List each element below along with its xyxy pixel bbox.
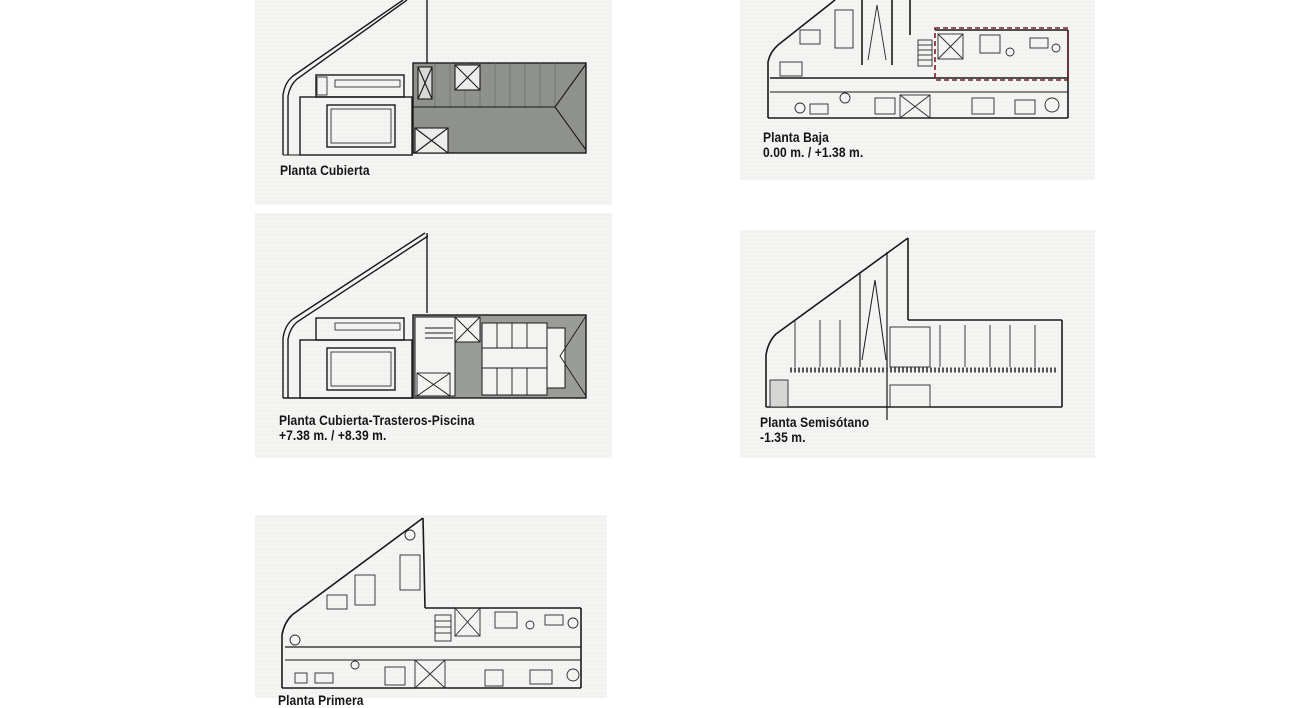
plan-title: Planta Semisótano	[760, 414, 870, 430]
plan-caption-semisotano: Planta Semisótano -1.35 m.	[760, 415, 869, 445]
floor-plan-drawing-trasteros	[282, 232, 587, 399]
plan-levels: 0.00 m. / +1.38 m.	[763, 144, 864, 160]
plan-levels: -1.35 m.	[760, 429, 806, 445]
plan-caption-cubierta: Planta Cubierta	[280, 163, 370, 178]
plan-panel-planta-primera: Planta Primera	[255, 515, 607, 708]
plan-levels: +7.38 m. / +8.39 m.	[279, 427, 387, 443]
floor-plan-drawing-cubierta	[282, 0, 587, 156]
plan-title: Planta Primera	[278, 692, 364, 708]
plan-caption-trasteros: Planta Cubierta-Trasteros-Piscina +7.38 …	[279, 413, 475, 443]
plan-panel-planta-semisotano: Planta Semisótano -1.35 m.	[740, 230, 1095, 458]
floor-plan-drawing-semisotano	[765, 237, 1063, 420]
plan-title: Planta Baja	[763, 129, 829, 145]
plan-caption-baja: Planta Baja 0.00 m. / +1.38 m.	[763, 130, 863, 160]
plan-title: Planta Cubierta-Trasteros-Piscina	[279, 412, 475, 428]
plan-caption-primera: Planta Primera	[278, 693, 364, 708]
plan-panel-planta-cubierta: Planta Cubierta	[255, 0, 612, 205]
floor-plan-drawing-primera	[281, 517, 582, 689]
plan-title: Planta Cubierta	[280, 162, 370, 178]
plan-panel-planta-baja: Planta Baja 0.00 m. / +1.38 m.	[740, 0, 1095, 180]
plan-panel-planta-cubierta-trasteros-piscina: Planta Cubierta-Trasteros-Piscina +7.38 …	[255, 213, 612, 458]
floor-plan-drawing-baja	[767, 0, 1069, 119]
